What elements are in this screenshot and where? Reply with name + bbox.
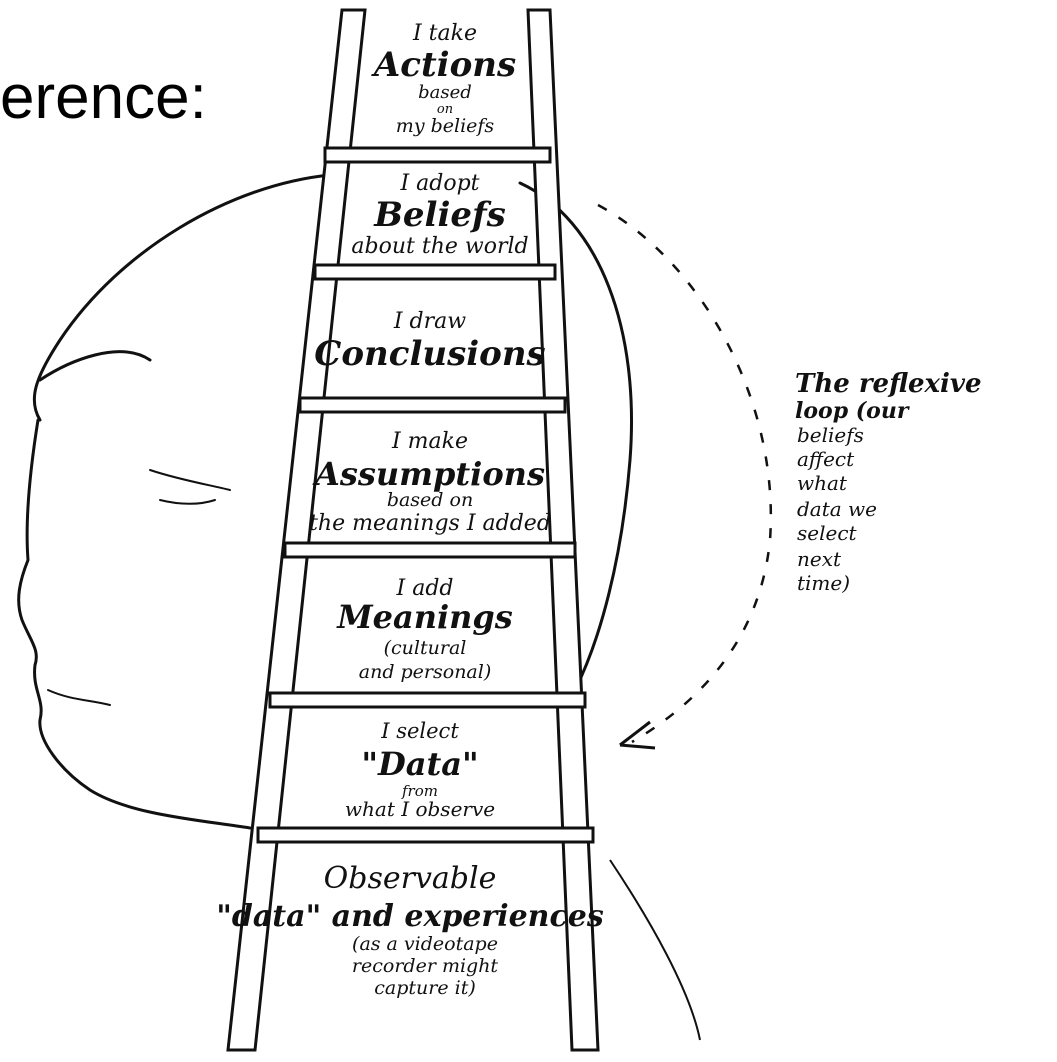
svg-text:next: next xyxy=(797,547,842,571)
svg-text:based on: based on xyxy=(387,489,473,511)
svg-text:based: based xyxy=(418,82,472,103)
svg-text:Observable: Observable xyxy=(324,861,497,896)
svg-text:The reflexive: The reflexive xyxy=(795,369,982,399)
rung-beliefs: I adopt Beliefs about the world xyxy=(351,171,528,259)
svg-text:(as a videotape: (as a videotape xyxy=(352,933,498,955)
svg-text:beliefs: beliefs xyxy=(797,423,864,447)
svg-text:affect: affect xyxy=(797,447,855,471)
svg-text:Meanings: Meanings xyxy=(336,598,513,636)
svg-text:I adopt: I adopt xyxy=(399,171,479,196)
svg-text:what: what xyxy=(797,471,848,495)
svg-text:"data" and experiences: "data" and experiences xyxy=(216,899,604,934)
svg-text:(cultural: (cultural xyxy=(384,637,467,659)
reflexive-loop-note: The reflexive loop (our beliefs affect w… xyxy=(795,369,982,595)
svg-text:and personal): and personal) xyxy=(359,661,492,683)
svg-text:Conclusions: Conclusions xyxy=(314,334,545,374)
svg-text:my beliefs: my beliefs xyxy=(396,115,495,137)
svg-text:about the world: about the world xyxy=(351,234,528,259)
svg-text:what I observe: what I observe xyxy=(345,797,495,821)
rung-conclusions: I draw Conclusions xyxy=(314,309,545,374)
svg-text:I make: I make xyxy=(391,429,468,454)
svg-text:recorder might: recorder might xyxy=(352,955,499,977)
reflexive-loop-arrow xyxy=(598,205,771,748)
svg-text:loop (our: loop (our xyxy=(795,398,910,424)
pointer-line xyxy=(610,860,700,1040)
svg-text:I take: I take xyxy=(412,21,477,46)
rung-data: I select "Data" from what I observe xyxy=(345,719,495,821)
svg-text:time): time) xyxy=(797,571,850,595)
svg-text:capture it): capture it) xyxy=(374,977,476,999)
rung-actions: I take Actions based on my beliefs xyxy=(371,21,516,137)
svg-text:I select: I select xyxy=(380,719,459,743)
svg-text:Beliefs: Beliefs xyxy=(373,195,506,235)
rung-meanings: I add Meanings (cultural and personal) xyxy=(336,576,513,683)
rung-assumptions: I make Assumptions based on the meanings… xyxy=(309,429,551,536)
svg-text:data we: data we xyxy=(797,497,877,521)
svg-text:I draw: I draw xyxy=(393,309,466,334)
rung-observable-data: Observable "data" and experiences (as a … xyxy=(216,861,604,999)
svg-text:"Data": "Data" xyxy=(361,745,478,783)
svg-text:Assumptions: Assumptions xyxy=(312,455,545,493)
svg-text:Actions: Actions xyxy=(371,45,516,85)
svg-text:select: select xyxy=(797,521,858,545)
svg-text:the meanings I added: the meanings I added xyxy=(309,511,551,536)
